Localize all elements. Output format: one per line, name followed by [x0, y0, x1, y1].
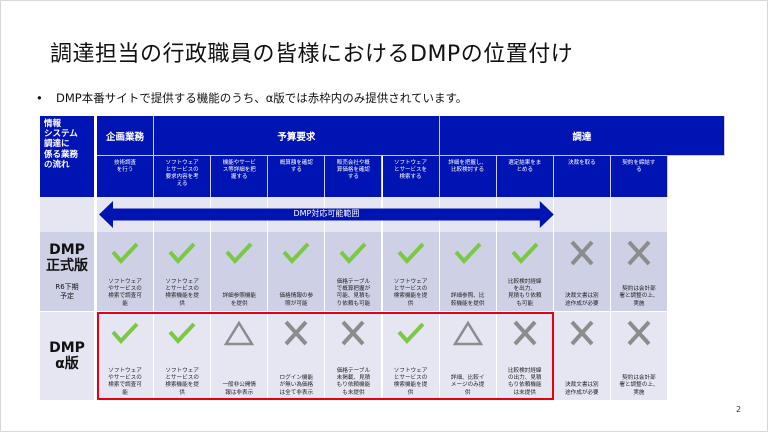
- phase-header: 調達: [439, 116, 726, 156]
- feature-cell: 契約は会計部 署と調整の上、 実施: [610, 312, 668, 400]
- step-header: ソフトウェア とサービスを 検索する: [382, 156, 440, 197]
- feature-note: 契約は会計部 署と調整の上、 実施: [619, 286, 659, 307]
- cross-icon: [570, 240, 594, 266]
- cross-icon: [627, 320, 651, 346]
- arrow-row-cell: [553, 197, 611, 232]
- step-header: 選定結果をま とめる: [496, 156, 554, 197]
- page-number: 2: [736, 405, 742, 414]
- feature-cell: 契約は会計部 署と調整の上、 実施: [610, 232, 668, 312]
- feature-cell: ソフトウェア とサービスの 検索機能を提 供: [382, 312, 440, 400]
- feature-note: ソフトウェア とサービスの 検索機能を提 供: [165, 367, 199, 396]
- feature-cell: 詳細、比較イ メージのみ提 供: [439, 312, 497, 400]
- phase-header: 予算要求: [154, 116, 440, 156]
- feature-note: ソフトウェア やサービスの 検索で調査可 能: [108, 367, 142, 396]
- feature-note: 決裁文書は別 途作成が必要: [565, 293, 599, 307]
- cross-icon: [570, 320, 594, 346]
- feature-note: 詳細、比較イ メージのみ提 供: [450, 375, 485, 396]
- feature-cell: 価格テーブル で概算把握が 可能、見積も り依頼も可能: [325, 232, 383, 312]
- step-header: 概算額を確認 する: [268, 156, 326, 197]
- check-icon: [111, 322, 139, 344]
- feature-note: ソフトウェア とサービスの 検索機能を提 供: [165, 278, 199, 307]
- feature-cell: 詳細参照、比 較機能を提供: [439, 232, 497, 312]
- feature-cell: ソフトウェア やサービスの 検索で調査可 能: [97, 312, 155, 400]
- feature-cell: ソフトウェア とサービスの 検索機能を提 供: [154, 312, 212, 400]
- feature-cell: 決裁文書は別 途作成が必要: [553, 232, 611, 312]
- check-icon: [225, 242, 253, 264]
- feature-note: ログイン機能 が無い為価格 は全て非表示: [279, 375, 314, 396]
- feature-cell: 比較検討経緯 を出力、 見積もり依頼 も可能: [496, 232, 554, 312]
- step-header: 決裁を取る: [553, 156, 611, 197]
- feature-cell: ソフトウェア とサービスの 検索機能を提 供: [154, 232, 212, 312]
- phase-header: 企画業務: [97, 116, 155, 156]
- feature-cell: 一般非公開情 報は非表示: [211, 312, 269, 400]
- bullet-dot: •: [36, 91, 43, 105]
- version-name: DMP 正式版: [46, 242, 88, 275]
- check-icon: [397, 322, 425, 344]
- feature-cell: ソフトウェア やサービスの 検索で調査可 能: [97, 232, 155, 312]
- cross-icon: [284, 320, 308, 346]
- arrow-row-cell: [610, 197, 668, 232]
- step-header: 技術調査 を行う: [97, 156, 155, 197]
- check-icon: [282, 242, 310, 264]
- feature-note: 価格テーブル で概算把握が 可能、見積も り依頼も可能: [336, 278, 371, 307]
- row-label-official: DMP 正式版 R6下期 予定: [40, 232, 97, 312]
- check-icon: [339, 242, 367, 264]
- alpha-scope-highlight: [97, 312, 554, 400]
- cross-icon: [627, 240, 651, 266]
- step-header: 詳細を把握し、 比較検討する: [439, 156, 497, 197]
- triangle-icon: [224, 320, 255, 346]
- check-icon: [168, 242, 196, 264]
- feature-note: 比較検討経緯 の出力、見積 もり依頼機能 は未提供: [507, 367, 542, 396]
- feature-cell: 詳細参照機能 を提供: [211, 232, 269, 312]
- check-icon: [454, 242, 482, 264]
- step-header: 機能やサービ ス等詳細を把 握する: [211, 156, 269, 197]
- cross-icon: [513, 320, 537, 346]
- feature-note: 価格情報の参 照が可能: [279, 293, 314, 307]
- arrow-row-label-cell: [40, 197, 97, 232]
- step-header: ソフトウェア とサービスの 要求内容を考 える: [154, 156, 212, 197]
- check-icon: [168, 322, 196, 344]
- feature-note: 一般非公開情 報は非表示: [222, 382, 257, 396]
- feature-note: ソフトウェア やサービスの 検索で調査可 能: [108, 278, 142, 307]
- version-name: DMP α版: [49, 339, 85, 372]
- feature-note: 価格テーブル 未掲載、見積 もり依頼機能 も未提供: [336, 367, 371, 396]
- feature-note: 決裁文書は別 途作成が必要: [565, 382, 599, 396]
- step-header: 契約を締結す る: [610, 156, 668, 197]
- feature-cell: 比較検討経緯 の出力、見積 もり依頼機能 は未提供: [496, 312, 554, 400]
- version-schedule: R6下期 予定: [55, 282, 79, 300]
- feature-cell: ソフトウェア とサービスの 検索機能を提 供: [382, 232, 440, 312]
- feature-note: 契約は会計部 署と調整の上、 実施: [619, 375, 659, 396]
- feature-note: ソフトウェア とサービスの 検索機能を提 供: [393, 367, 428, 396]
- row-label-alpha: DMP α版: [40, 312, 97, 400]
- dmp-range-arrow: DMP対応可能範囲: [99, 201, 554, 228]
- feature-cell: 価格情報の参 照が可能: [268, 232, 326, 312]
- cross-icon: [341, 320, 365, 346]
- step-header: 販売会社や概 算価格を確認 する: [325, 156, 383, 197]
- feature-cell: ログイン機能 が無い為価格 は全て非表示: [268, 312, 326, 400]
- feature-note: 詳細参照機能 を提供: [222, 293, 257, 307]
- dmp-range-label: DMP対応可能範囲: [293, 209, 360, 218]
- slide-title: 調達担当の行政職員の皆様におけるDMPの位置付け: [50, 42, 574, 67]
- check-icon: [111, 242, 139, 264]
- feature-note: 詳細参照、比 較機能を提供: [450, 293, 485, 307]
- table-corner-label: 情報 システム 調達に 係る業務 の流れ: [40, 116, 97, 197]
- feature-cell: 決裁文書は別 途作成が必要: [553, 312, 611, 400]
- feature-cell: 価格テーブル 未掲載、見積 もり依頼機能 も未提供: [325, 312, 383, 400]
- double-arrow-icon: [99, 201, 554, 228]
- bullet-label: DMP本番サイトで提供する機能のうち、α版では赤枠内のみ提供されています。: [56, 91, 468, 105]
- check-icon: [511, 242, 539, 264]
- bullet-text: • DMP本番サイトで提供する機能のうち、α版では赤枠内のみ提供されています。: [36, 90, 467, 106]
- triangle-icon: [452, 320, 483, 346]
- check-icon: [397, 242, 425, 264]
- feature-note: ソフトウェア とサービスの 検索機能を提 供: [393, 278, 428, 307]
- feature-note: 比較検討経緯 を出力、 見積もり依頼 も可能: [507, 278, 542, 307]
